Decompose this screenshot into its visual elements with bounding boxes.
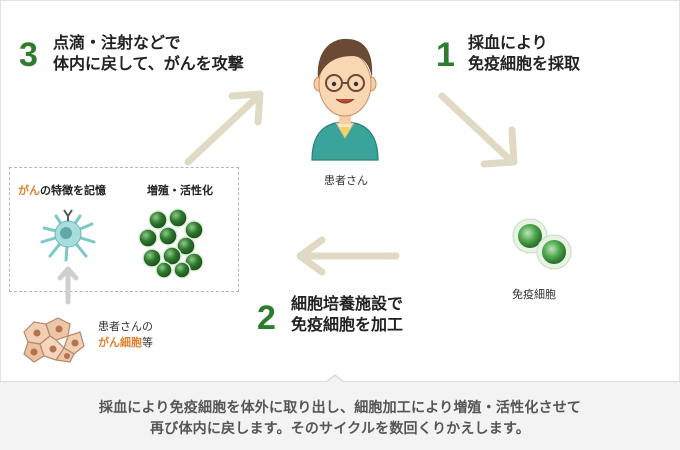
immune-cells-label: 免疫細胞 [512,288,556,301]
step-1-text: 採血により 免疫細胞を採取 [468,32,580,74]
step-3-number: 3 [19,36,38,74]
step-2-number: 2 [257,299,276,337]
processing-box [9,167,239,292]
step-2-line1: 細胞培養施設で [291,294,404,313]
memory-label: がんの特徴を記憶 [18,182,106,198]
memory-label-highlight: がん [18,184,40,197]
step-3-line2: 体内に戻して、がんを攻撃 [53,54,244,73]
caption-line1: 採血により免疫細胞を体外に取り出し、細胞加工により増殖・活性化させて [98,400,582,416]
memory-label-suffix: の特徴を記憶 [40,184,106,197]
cancer-cells-suffix: 等 [142,336,153,349]
caption-box [0,381,680,450]
step-1-line1: 採血により [468,33,548,52]
step-2-text: 細胞培養施設で 免疫細胞を加工 [291,293,403,335]
proliferation-label: 増殖・活性化 [147,184,213,197]
caption-line2: 再び体内に戻します。そのサイクルを数回くりかえします。 [150,421,530,437]
step-3-line1: 点滴・注射などで [53,33,181,52]
cancer-cells-label-line1: 患者さんの [98,320,153,333]
cancer-cells-icon [23,317,85,363]
cancer-cells-highlight: がん細胞 [98,336,142,349]
arrow-up-right-icon [184,90,264,166]
dendritic-cell-icon [40,209,96,262]
cancer-cells-label-line2: がん細胞等 [98,334,153,350]
step-1-line2: 免疫細胞を採取 [468,54,581,73]
step-2-line2: 免疫細胞を加工 [291,315,404,334]
caption-pointer-inner [326,376,344,383]
arrow-up-icon [57,266,79,305]
cell-cluster-icon [138,208,204,279]
doctor-man-icon [311,38,379,161]
patient-label: 患者さん [324,174,368,187]
arrow-left-icon [296,236,400,276]
step-1-number: 1 [436,36,455,74]
immune-cells-icon [512,218,572,270]
arrow-down-right-icon [438,92,518,168]
step-3-text: 点滴・注射などで 体内に戻して、がんを攻撃 [53,32,244,74]
